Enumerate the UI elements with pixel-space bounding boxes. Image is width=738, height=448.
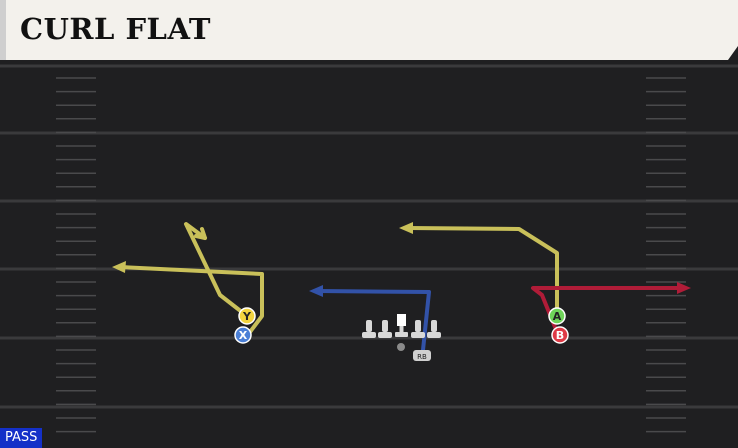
lineman-icon (378, 320, 392, 338)
play-title: CURL FLAT (20, 12, 211, 46)
player-a-label: A (553, 310, 562, 323)
player-y: Y (238, 307, 256, 325)
yard-lines (0, 64, 738, 409)
route-y (184, 222, 249, 318)
lineman-icon (427, 320, 441, 338)
center-icon (395, 314, 408, 337)
players: YX AB RB (234, 307, 569, 361)
lineman-icon (362, 320, 376, 338)
lineman-icon (411, 320, 425, 338)
route-a (406, 226, 559, 316)
player-rb: RB (413, 350, 431, 361)
route-y-arrowhead (194, 227, 207, 240)
player-x: X (234, 326, 252, 344)
player-y-label: Y (242, 310, 252, 323)
route-rb (316, 289, 431, 352)
route-x-arrowhead (112, 261, 126, 273)
route-rb-arrowhead (309, 285, 323, 297)
player-x-label: X (239, 329, 248, 342)
play-field: YX AB RB (0, 64, 738, 433)
ball (397, 343, 405, 351)
route-b-arrowhead (677, 282, 691, 294)
player-a: A (548, 307, 566, 325)
player-b: B (551, 326, 569, 344)
hash-marks (56, 77, 686, 433)
play-type-badge: PASS (0, 428, 43, 448)
route-a-arrowhead (399, 222, 413, 234)
play-title-bar: CURL FLAT (0, 0, 738, 60)
offensive-line (362, 314, 441, 338)
player-b-label: B (556, 329, 564, 342)
player-rb-label: RB (417, 353, 427, 361)
route-x (118, 265, 264, 338)
